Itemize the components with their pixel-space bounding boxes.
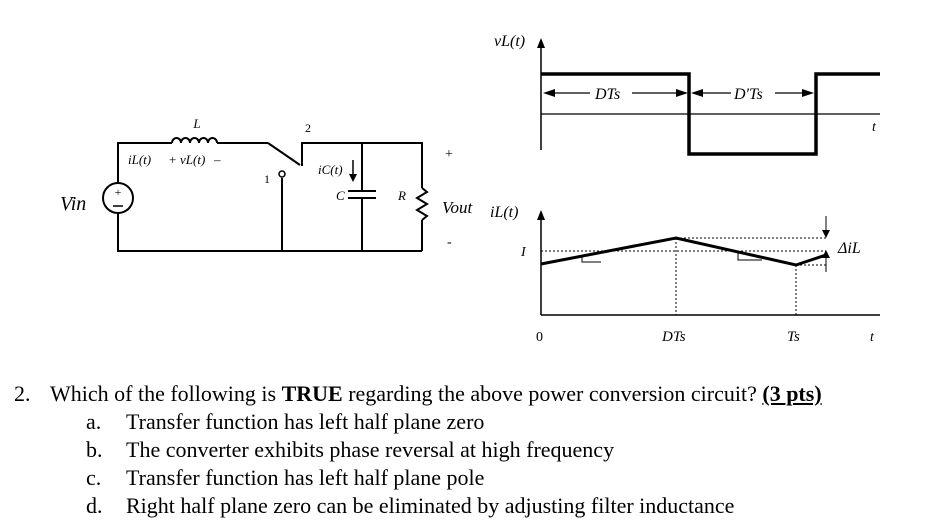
output-minus-label: -: [447, 235, 452, 250]
option-letter: b.: [86, 437, 103, 462]
dpt-label: D′Ts: [733, 86, 763, 103]
dt-label-bg: [590, 82, 632, 104]
question-text-before: Which of the following is: [50, 381, 282, 406]
circuit-diagram: [102, 137, 429, 252]
ts-tick-label: Ts: [787, 329, 800, 345]
vl-waveform: [537, 38, 880, 156]
source-label: Vin: [60, 193, 86, 215]
ic-current-label: iC(t): [318, 162, 343, 177]
il-waveform: [537, 210, 880, 316]
question-block: 2. Which of the following is TRUE regardi…: [14, 380, 929, 520]
rise-slope-marker: [581, 256, 601, 263]
option-a: a. Transfer function has left half plane …: [14, 408, 929, 436]
il-t-label: t: [870, 330, 875, 345]
il-current-label: iL(t): [128, 152, 151, 167]
switch-pivot: [278, 170, 286, 178]
ripple-label: ΔiL: [837, 240, 861, 257]
option-d: d. Right half plane zero can be eliminate…: [14, 492, 929, 520]
question-number: 2.: [14, 381, 31, 406]
vl-minus-label: –: [213, 152, 221, 167]
option-c: c. Transfer function has left half plane …: [14, 464, 929, 492]
option-text: Transfer function has left half plane po…: [126, 465, 485, 490]
vl-t-label: t: [872, 120, 877, 135]
option-text: Right half plane zero can be eliminated …: [126, 493, 735, 518]
option-letter: c.: [86, 465, 102, 490]
inductor-label: L: [192, 116, 200, 131]
question-stem: 2. Which of the following is TRUE regardi…: [14, 380, 929, 408]
ripple-arrow-bottom-head: [822, 250, 830, 258]
dpt-dim-arrow-right: [802, 89, 814, 97]
dt-dim-arrow-right: [676, 89, 688, 97]
vl-y-label: vL(t): [494, 33, 525, 50]
question-text-bold: TRUE: [281, 381, 343, 406]
origin-label: 0: [536, 330, 543, 345]
vl-plus-label: +: [169, 152, 176, 167]
option-text: The converter exhibits phase reversal at…: [126, 437, 615, 462]
output-plus-label: +: [445, 147, 453, 162]
option-text: Transfer function has left half plane ze…: [126, 409, 485, 434]
output-label: Vout: [442, 198, 474, 217]
wire-bottom: [117, 213, 422, 252]
wire-left: [117, 142, 172, 183]
question-text-after: regarding the above power conversion cir…: [342, 381, 763, 406]
il-y-axis-arrow: [537, 210, 545, 220]
il-trace: [540, 236, 827, 267]
inductor-coils: [171, 137, 218, 144]
option-b: b. The converter exhibits phase reversal …: [14, 436, 929, 464]
switch-pos-1-label: 1: [264, 172, 270, 186]
option-letter: d.: [86, 493, 103, 518]
switch-arm: [267, 142, 301, 166]
fall-slope-marker: [737, 252, 762, 261]
vl-y-axis-arrow: [537, 38, 545, 48]
dt-tick-label: DTs: [661, 329, 686, 345]
resistor-zigzag: [415, 187, 429, 221]
dpt-label-bg: [731, 82, 775, 104]
figure: L 2 1 iL(t) + vL(t) – iC(t) C R Vin + Vo…: [60, 33, 880, 345]
vl-trace: [541, 72, 880, 156]
ic-arrow-head: [349, 174, 357, 182]
question-points: (3 pts): [762, 381, 822, 406]
capacitor-label: C: [336, 188, 345, 203]
voltage-source: [102, 182, 134, 214]
resistor-label: R: [397, 188, 406, 203]
switch-pos-2-label: 2: [305, 121, 311, 135]
dpt-dim-arrow-left: [691, 89, 703, 97]
source-plus-label: +: [115, 185, 122, 199]
dt-label: DTs: [594, 86, 620, 103]
dt-dim-arrow-left: [543, 89, 555, 97]
il-y-label: iL(t): [490, 204, 518, 221]
option-letter: a.: [86, 409, 102, 434]
ripple-arrow-top-head: [822, 230, 830, 238]
vl-voltage-label: vL(t): [180, 152, 205, 167]
i-avg-label: I: [520, 245, 527, 260]
